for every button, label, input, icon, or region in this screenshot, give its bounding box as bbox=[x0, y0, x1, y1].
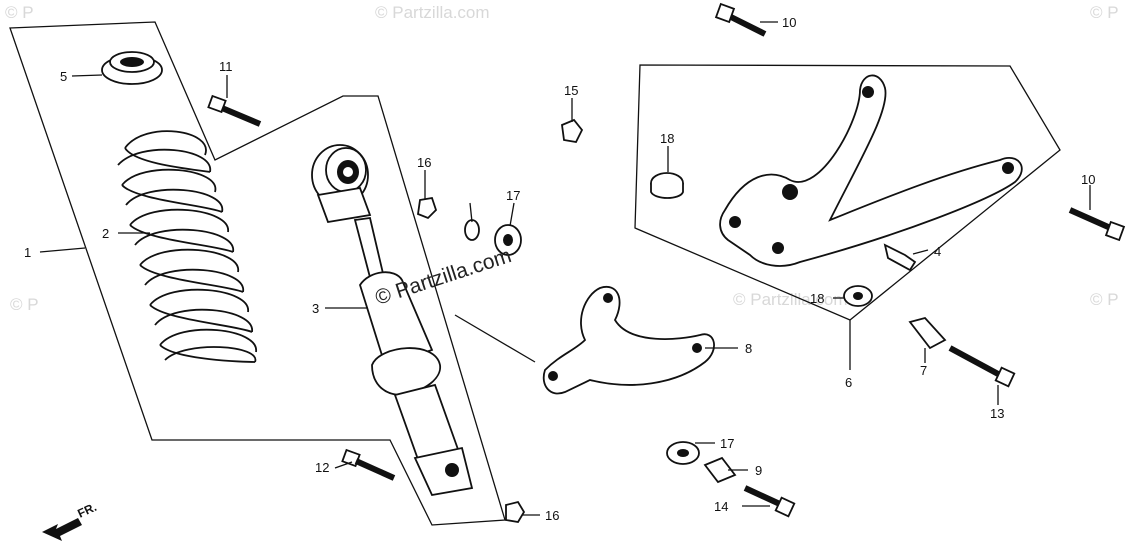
washer-17-upper-part bbox=[494, 224, 522, 256]
callout-6: 6 bbox=[845, 375, 852, 390]
front-direction-arrow: FR. bbox=[42, 500, 99, 541]
callout-17-upper: 17 bbox=[506, 188, 520, 203]
callout-18-upper: 18 bbox=[660, 131, 674, 146]
shock-absorber-part bbox=[311, 144, 474, 497]
spring-seat-part bbox=[101, 51, 163, 85]
nut-16-lower-part bbox=[505, 500, 526, 523]
callout-17-lower: 17 bbox=[720, 436, 734, 451]
callout-9: 9 bbox=[755, 463, 762, 478]
watermark-top: © Partzilla.com bbox=[375, 3, 490, 22]
collar-part bbox=[464, 219, 480, 241]
shock-arm-8-part bbox=[542, 285, 715, 395]
front-arrow-icon bbox=[42, 518, 82, 541]
bolt-12-part bbox=[341, 448, 396, 481]
callout-2: 2 bbox=[102, 226, 109, 241]
coil-spring-part bbox=[117, 130, 257, 363]
callout-13: 13 bbox=[990, 406, 1004, 421]
watermark-layer: © P © Partzilla.com © P © Partzilla.com … bbox=[5, 3, 1119, 314]
callout-15: 15 bbox=[564, 83, 578, 98]
linkage-arm-part bbox=[719, 74, 1023, 267]
callout-10-right: 10 bbox=[1081, 172, 1095, 187]
bolt-11-part bbox=[207, 94, 262, 127]
nut-15-part bbox=[561, 118, 584, 143]
washer-18-lower-part bbox=[843, 285, 873, 307]
nut-16-upper-part bbox=[417, 196, 438, 220]
callout-1: 1 bbox=[24, 245, 31, 260]
callout-10-top: 10 bbox=[782, 15, 796, 30]
washer-17-lower-part bbox=[666, 441, 700, 465]
callout-14: 14 bbox=[714, 499, 728, 514]
watermark-right-edge: © P bbox=[1090, 290, 1119, 309]
callout-16-lower: 16 bbox=[545, 508, 559, 523]
callout-12: 12 bbox=[315, 460, 329, 475]
bolt-14-part bbox=[743, 485, 796, 518]
watermark-top-right: © P bbox=[1090, 3, 1119, 22]
callout-16-upper: 16 bbox=[417, 155, 431, 170]
callout-8: 8 bbox=[745, 341, 752, 356]
bolt-13-part bbox=[948, 345, 1016, 388]
collar-9-part bbox=[703, 456, 737, 484]
front-arrow-label: FR. bbox=[75, 500, 98, 521]
callout-3: 3 bbox=[312, 301, 319, 316]
callout-11: 11 bbox=[219, 59, 233, 74]
callout-labels: 1 2 3 4 5 6 7 8 9 10 10 11 12 13 14 15 1… bbox=[24, 15, 1095, 523]
bolt-10-top-part bbox=[714, 2, 767, 37]
shock-assembly-outline bbox=[9, 21, 506, 526]
watermark-center-right: © Partzilla.com bbox=[733, 290, 848, 309]
callout-18-lower: 18 bbox=[810, 291, 824, 306]
watermark-top-left: © P bbox=[5, 3, 34, 22]
collar-18-upper-part bbox=[650, 172, 684, 199]
callout-7: 7 bbox=[920, 363, 927, 378]
collar-4-part bbox=[883, 243, 917, 272]
collar-7-part bbox=[908, 316, 947, 350]
linkage-assembly-outline bbox=[634, 64, 1061, 321]
callout-5: 5 bbox=[60, 69, 67, 84]
watermark-left: © P bbox=[10, 295, 39, 314]
callout-4: 4 bbox=[934, 244, 941, 259]
bolt-10-right-part bbox=[1068, 207, 1126, 242]
leader-lines bbox=[39, 21, 1091, 516]
